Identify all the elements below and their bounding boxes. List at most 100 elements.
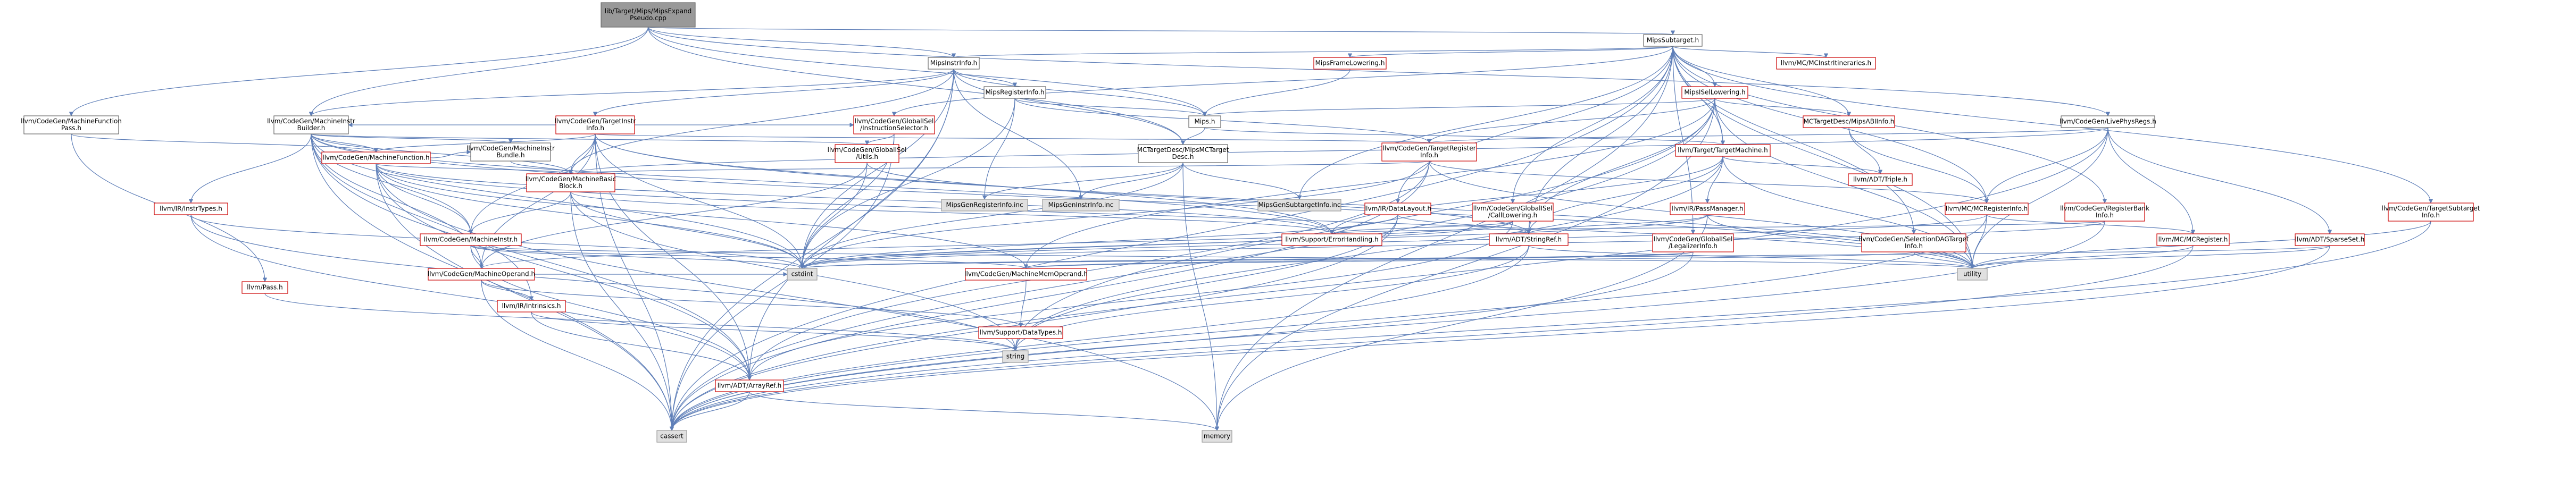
edge-mib-to-gutils — [311, 133, 869, 145]
graph-node-mmo[interactable]: llvm/CodeGen/MachineOperand.h — [428, 268, 535, 281]
graph-node-sparseset[interactable]: llvm/ADT/SparseSet.h — [2295, 233, 2365, 246]
edge-glegal-to-mmemop — [1024, 251, 1694, 269]
graph-node-box-memory — [1202, 430, 1232, 443]
graph-node-box-gutils — [835, 144, 899, 163]
graph-node-gutils[interactable]: llvm/CodeGen/GlobalISel/Utils.h — [828, 144, 907, 163]
edge-instrinfo-to-cstdint — [799, 69, 954, 269]
graph-node-cassert[interactable]: cassert — [656, 430, 687, 443]
edge-tmach-to-string — [1013, 156, 1723, 351]
graph-node-memory[interactable]: memory — [1202, 430, 1232, 443]
graph-node-passmgr[interactable]: llvm/IR/PassManager.h — [1670, 202, 1745, 215]
graph-node-framelow[interactable]: MipsFrameLowering.h — [1313, 57, 1387, 70]
edge-livephys-to-cassert — [669, 127, 2108, 431]
edge-root-to-mctdesc — [647, 27, 1186, 145]
graph-node-label-geninc_reg: MipsGenRegisterInfo.inc — [946, 201, 1023, 209]
edge-instrinfo-to-mbb — [568, 69, 954, 174]
edge-gcall-to-mmo — [479, 221, 1513, 269]
graph-node-isellow[interactable]: MipsISelLowering.h — [1681, 86, 1748, 99]
graph-node-irdl[interactable]: llvm/IR/DataLayout.h — [1364, 202, 1431, 215]
graph-node-livephys[interactable]: llvm/CodeGen/LivePhysRegs.h — [2060, 115, 2156, 128]
edge-passmgr-to-utility — [1707, 214, 1975, 269]
edge-instrinfo-to-targetinstr — [593, 69, 954, 116]
graph-node-mf[interactable]: llvm/CodeGen/MachineFunction.h — [321, 151, 431, 164]
graph-node-datatypes[interactable]: llvm/Support/DataTypes.h — [978, 326, 1063, 339]
graph-node-stringref[interactable]: llvm/ADT/StringRef.h — [1489, 233, 1569, 246]
graph-node-reginfo[interactable]: MipsRegisterInfo.h — [983, 86, 1046, 99]
graph-node-label-arrayref: llvm/ADT/ArrayRef.h — [718, 382, 782, 390]
graph-node-pass[interactable]: llvm/Pass.h — [241, 281, 288, 294]
node-layer: lib/Target/Mips/MipsExpandPseudo.cppMips… — [21, 2, 2480, 443]
graph-node-box-mcreginfo — [1945, 202, 2029, 215]
graph-node-label-mib: llvm/CodeGen/MachineInstr — [267, 117, 355, 125]
graph-node-intrinsics[interactable]: llvm/IR/Intrinsics.h — [497, 300, 566, 313]
edge-livephys-to-utility — [1970, 127, 2108, 269]
graph-node-label-glegal: llvm/CodeGen/GlobalISel — [1654, 235, 1733, 243]
graph-node-label-mbb: Block.h — [559, 182, 582, 190]
graph-node-mcabi[interactable]: MCTargetDesc/MipsABIInfo.h — [1803, 115, 1895, 128]
graph-node-label-utility: utility — [1963, 271, 1981, 278]
graph-node-label-stringref: llvm/ADT/StringRef.h — [1496, 236, 1562, 243]
graph-node-glegal[interactable]: llvm/CodeGen/GlobalISel/LegalizerInfo.h — [1652, 233, 1734, 252]
graph-node-box-seldag — [1861, 233, 1966, 252]
edge-mbb-to-cstdint — [570, 191, 805, 269]
graph-node-mmemop[interactable]: llvm/CodeGen/MachineMemOperand.h — [964, 268, 1088, 281]
graph-node-box-irdl — [1364, 202, 1431, 215]
graph-node-mcinstritin[interactable]: llvm/MC/MCInstrItineraries.h — [1776, 57, 1876, 70]
graph-node-arrayref[interactable]: llvm/ADT/ArrayRef.h — [715, 379, 784, 392]
graph-node-miph[interactable]: Mips.h — [1188, 115, 1221, 128]
edge-isellow-to-mmemop — [1023, 98, 1715, 269]
graph-node-label-memory: memory — [1204, 433, 1230, 440]
graph-node-errh[interactable]: llvm/Support/ErrorHandling.h — [1281, 233, 1382, 246]
graph-node-box-tmach — [1675, 144, 1771, 157]
graph-node-mcreg[interactable]: llvm/MC/MCRegister.h — [2156, 233, 2230, 246]
edge-sparseset-to-cassert — [669, 245, 2330, 431]
graph-node-gisel[interactable]: llvm/CodeGen/GlobalISel/InstructionSelec… — [853, 115, 935, 134]
edge-funcpass-to-mf — [71, 133, 378, 153]
graph-node-irinstr[interactable]: llvm/IR/InstrTypes.h — [154, 202, 228, 215]
edge-mcreg-to-cassert — [669, 245, 2194, 431]
graph-node-triple[interactable]: llvm/ADT/Triple.h — [1848, 173, 1913, 186]
graph-node-cstdint[interactable]: cstdint — [787, 268, 818, 281]
graph-node-instrinfo[interactable]: MipsInstrInfo.h — [928, 57, 980, 70]
graph-node-string[interactable]: string — [1002, 350, 1029, 363]
graph-node-label-framelow: MipsFrameLowering.h — [1315, 60, 1385, 67]
graph-node-label-funcpass: Pass.h — [61, 124, 81, 132]
graph-node-box-mmo — [428, 268, 535, 281]
graph-node-label-instrinfo: MipsInstrInfo.h — [930, 60, 978, 67]
edge-root-to-livephys — [647, 27, 2110, 116]
graph-node-label-tsubinfo: llvm/CodeGen/TargetSubtarget — [2381, 205, 2480, 212]
graph-node-label-miph: Mips.h — [1195, 118, 1215, 125]
graph-node-tmach[interactable]: llvm/Target/TargetMachine.h — [1675, 144, 1771, 157]
graph-node-geninc_instr[interactable]: MipsGenInstrInfo.inc — [1042, 199, 1120, 212]
edge-subtarget-to-memory — [1214, 46, 1673, 431]
edge-passmgr-to-cstdint — [800, 214, 1708, 269]
graph-node-mcreginfo[interactable]: llvm/MC/MCRegisterInfo.h — [1945, 202, 2029, 215]
graph-node-box-stringref — [1489, 233, 1569, 246]
graph-node-mi[interactable]: llvm/CodeGen/MachineInstr.h — [420, 233, 522, 246]
graph-node-subtarget[interactable]: MipsSubtarget.h — [1643, 34, 1703, 47]
graph-node-box-passmgr — [1670, 202, 1745, 215]
graph-node-geninc_sub[interactable]: MipsGenSubtargetInfo.inc — [1257, 199, 1341, 212]
edge-miph-to-tmach — [1204, 127, 1725, 145]
edge-mf-to-arrayref — [376, 163, 752, 381]
graph-node-label-root: lib/Target/Mips/MipsExpand — [605, 7, 692, 15]
edge-seldag-to-utility — [1913, 251, 1975, 269]
graph-node-gcall[interactable]: llvm/CodeGen/GlobalISel/CallLowering.h — [1472, 202, 1554, 222]
edge-glegal-to-cassert — [669, 251, 1694, 431]
edge-mf-to-cassert — [376, 163, 674, 431]
graph-node-label-mibundle: llvm/CodeGen/MachineInstr — [466, 145, 555, 152]
graph-node-utility[interactable]: utility — [1957, 268, 1988, 281]
graph-node-label-cassert: cassert — [660, 433, 683, 440]
graph-node-geninc_reg[interactable]: MipsGenRegisterInfo.inc — [941, 199, 1028, 212]
